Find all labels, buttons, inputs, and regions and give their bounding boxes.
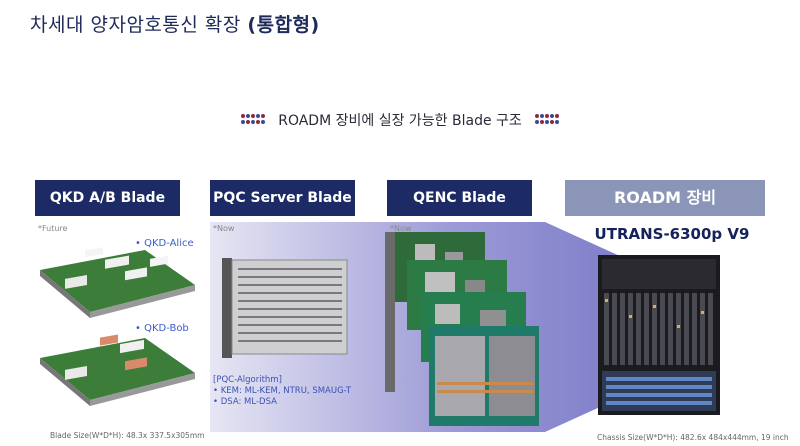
header-pqc-server-blade: PQC Server Blade xyxy=(210,180,355,216)
pqc-algorithm-title: [PQC-Algorithm] xyxy=(213,375,282,385)
dots-right-icon xyxy=(534,113,560,129)
page-title-main: 차세대 양자암호통신 확장 xyxy=(30,14,248,36)
label-qkd-alice: • QKD-Alice xyxy=(135,238,194,249)
header-qenc-blade: QENC Blade xyxy=(387,180,532,216)
page-title: 차세대 양자암호통신 확장 (통합형) xyxy=(30,10,320,37)
qkd-bob-board xyxy=(40,334,195,406)
pqc-algorithm-item: • KEM: ML-KEM, NTRU, SMAUG-T xyxy=(213,386,352,396)
roadm-model-name: UTRANS-6300p V9 xyxy=(594,225,750,243)
footer-blade-size: Blade Size(W*D*H): 48.3x 337.5x305mm xyxy=(50,431,205,440)
page-title-bold: (통합형) xyxy=(247,14,320,36)
subtitle-text: ROADM 장비에 실장 가능한 Blade 구조 xyxy=(278,113,522,129)
qenc-board-4 xyxy=(429,326,539,426)
dots-left-icon xyxy=(240,113,266,129)
subtitle-row: ROADM 장비에 실장 가능한 Blade 구조 xyxy=(0,110,800,130)
roadm-chassis-image xyxy=(598,255,720,415)
qenc-blade-image xyxy=(385,232,539,426)
note-pqc-now: *Now xyxy=(213,224,235,233)
header-roadm: ROADM 장비 xyxy=(565,180,765,216)
qkd-blade-image xyxy=(40,247,195,406)
header-qkd-blade: QKD A/B Blade xyxy=(35,180,180,216)
note-qkd-future: *Future xyxy=(38,224,68,233)
label-qkd-bob: • QKD-Bob xyxy=(135,323,189,334)
pqc-server-image xyxy=(222,258,348,358)
note-qenc-now: *Now xyxy=(390,224,412,233)
footer-chassis-size: Chassis Size(W*D*H): 482.6x 484x444mm, 1… xyxy=(597,433,789,442)
pqc-algorithm-list: [PQC-Algorithm] • KEM: ML-KEM, NTRU, SMA… xyxy=(213,375,351,408)
qkd-alice-board xyxy=(40,247,195,318)
pqc-algorithm-item: • DSA: ML-DSA xyxy=(213,397,277,407)
